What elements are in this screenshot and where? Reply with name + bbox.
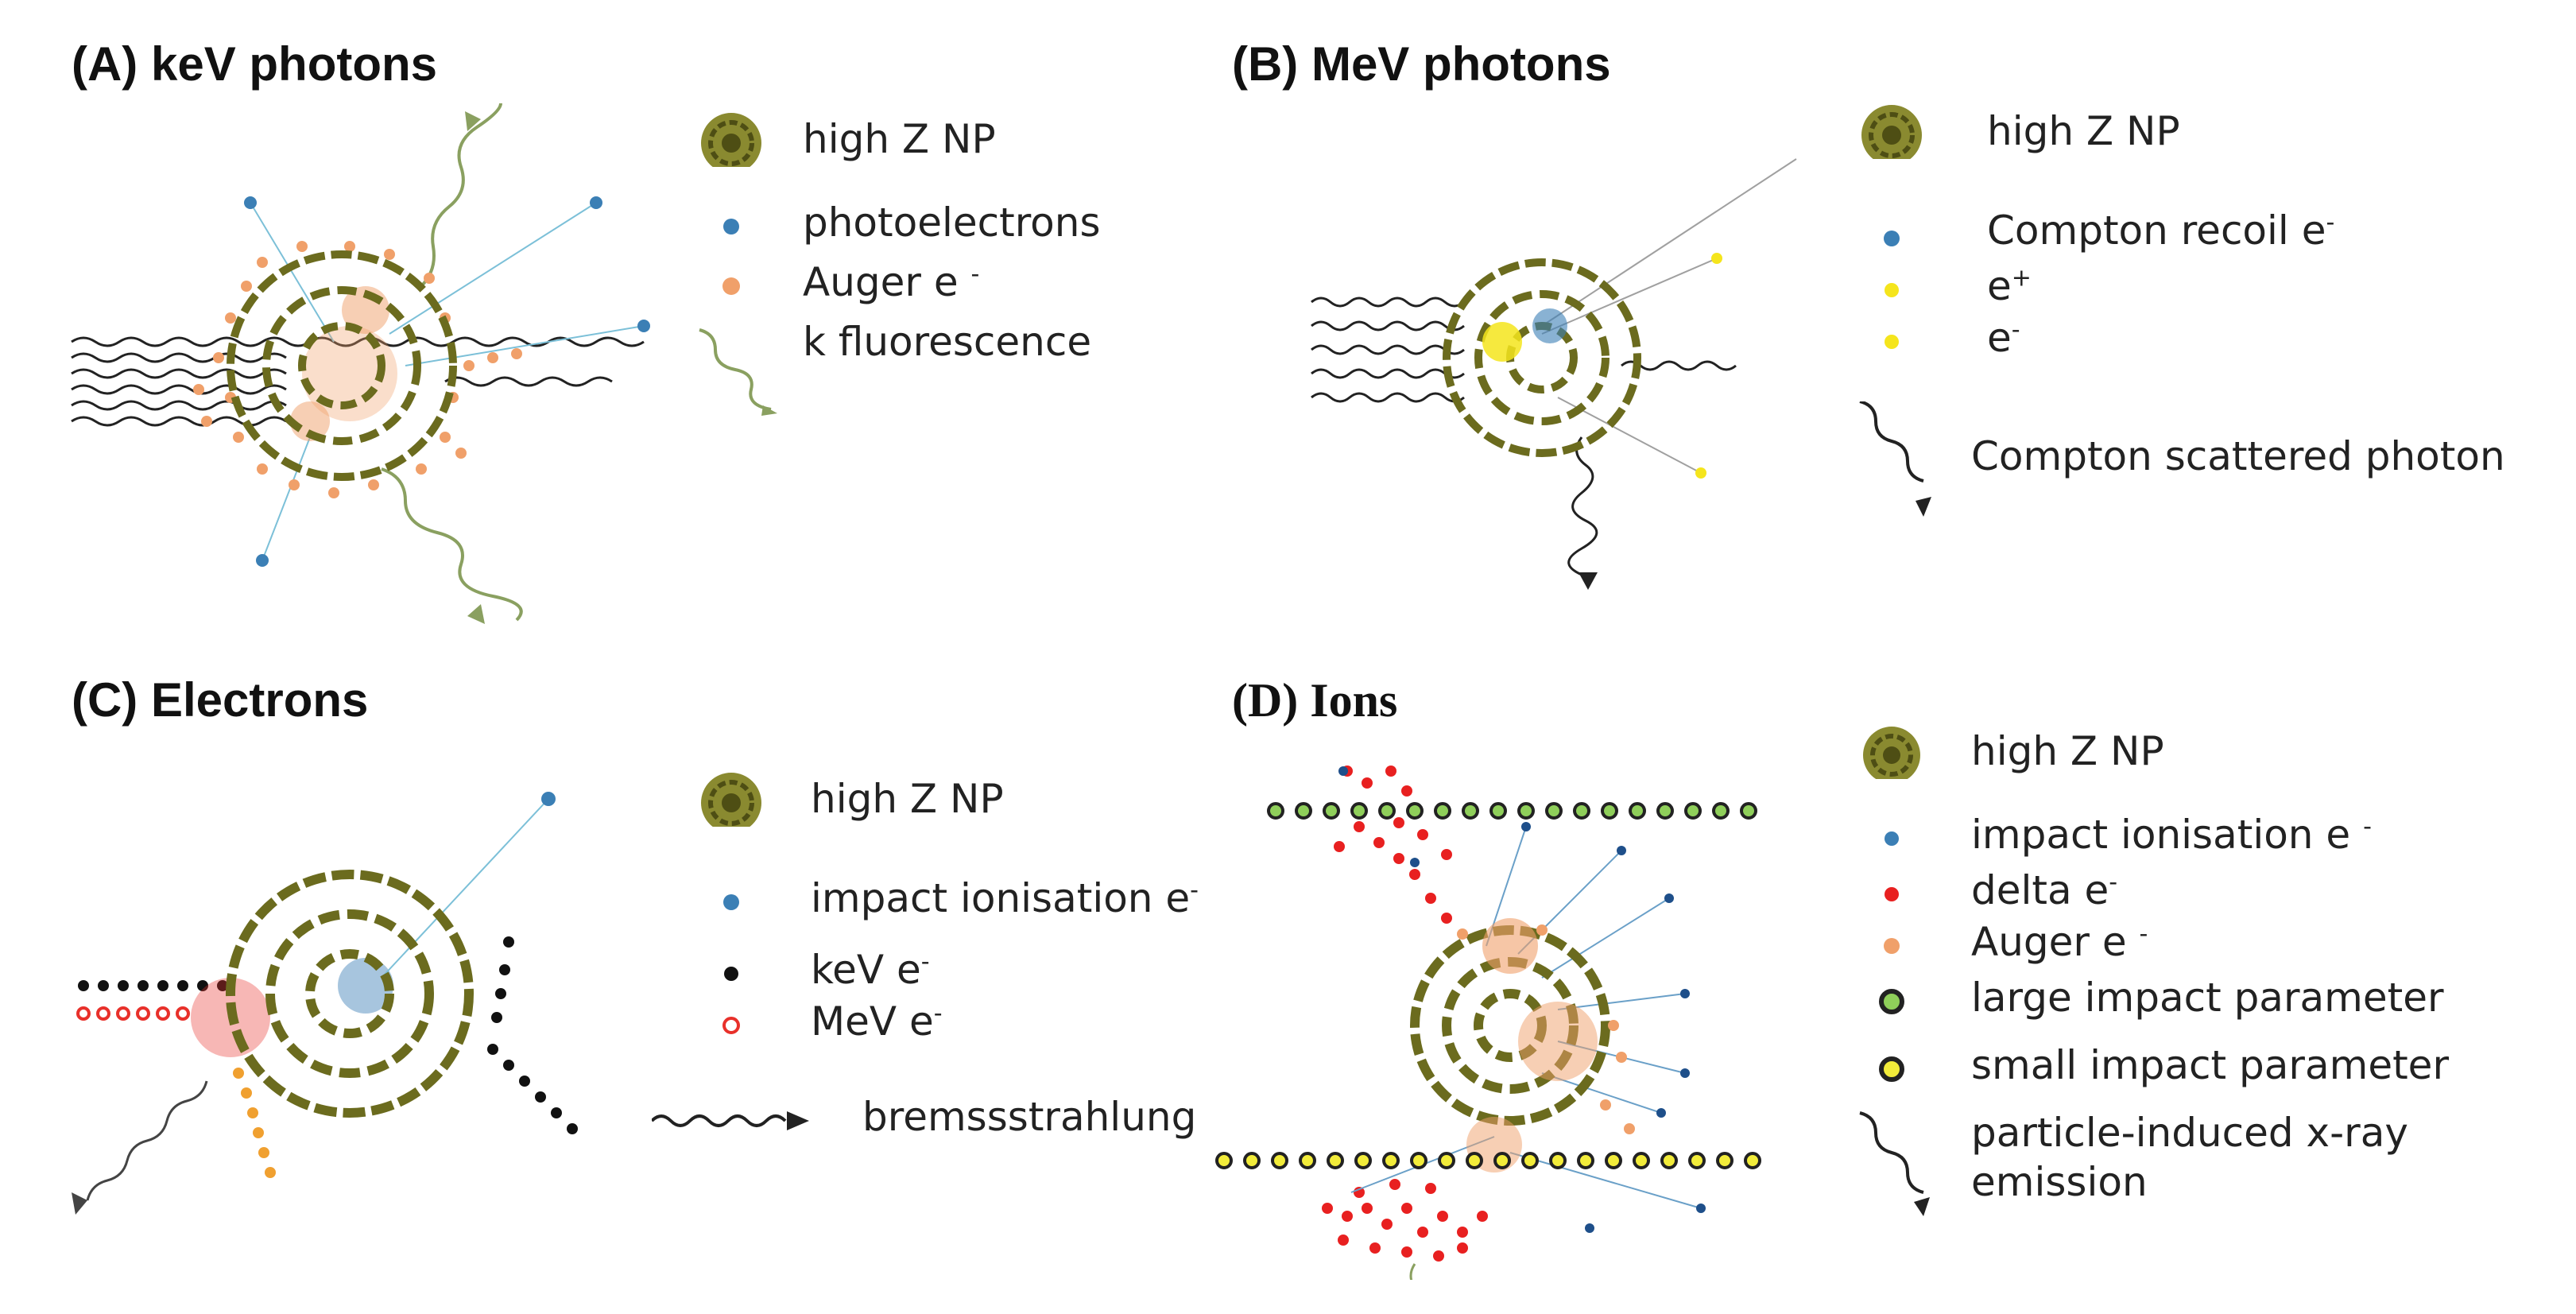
impact-electrons: [1338, 766, 1706, 1233]
legend-item-impact: impact ionisation e-: [652, 870, 1447, 926]
ion-illustration: [1215, 766, 1761, 1280]
auger-cloud: [193, 241, 522, 498]
legend-item-mev: MeV e-: [652, 994, 1447, 1049]
kev-electrons: [78, 936, 578, 1134]
panel-kev-photons: (A) keV photons: [48, 24, 1288, 644]
legend-item-compton: Compton recoil e-: [1844, 203, 2576, 258]
scattered-photon-wave-icon: [1859, 401, 1931, 517]
kev-dot-icon: [724, 967, 738, 981]
legend-item-np: high Z NP: [1844, 723, 2576, 779]
legend-item-photoelectrons: photoelectrons: [684, 195, 1478, 250]
fluorescence-photons: [381, 103, 523, 622]
pixe-photon: [1409, 1263, 1416, 1280]
photoelectron-tracks: [250, 202, 645, 561]
legend-item-pixe: particle-induced x-ray emission: [1844, 1105, 2576, 1224]
compton-electron: [1532, 308, 1567, 343]
panel-title: (A) keV photons: [72, 37, 437, 91]
impact-dot-icon: [1885, 831, 1899, 846]
legend-item-np: high Z NP: [1844, 103, 2576, 159]
mev-dot-icon: [722, 1017, 740, 1034]
mev-electrons: [76, 1006, 190, 1021]
impact-electron: [541, 792, 556, 806]
scattered-photon: [1567, 436, 1598, 578]
deflected-electrons: [233, 1068, 276, 1178]
panel-ions: (D) Ions: [1208, 660, 2449, 1280]
panel-title: (B) MeV photons: [1232, 37, 1611, 91]
delta-electrons: [1322, 766, 1488, 1262]
arrowhead: [467, 604, 485, 624]
positron: [1711, 253, 1722, 264]
small-impact-ions: [1215, 1152, 1761, 1169]
impact-glow: [338, 958, 393, 1014]
legend-item-delta: delta e-: [1844, 862, 2576, 918]
panel-title: (D) Ions: [1232, 674, 1398, 727]
np-icon: [701, 773, 761, 827]
legend-item-small-impact: small impact parameter: [1844, 1037, 2576, 1093]
electron-illustration: [72, 792, 578, 1215]
panel-mev-photons: (B) MeV photons h: [1208, 24, 2505, 644]
delta-dot-icon: [1885, 887, 1899, 901]
bremsstrahlung-wave-icon: [652, 1111, 809, 1130]
panel-title: (C) Electrons: [72, 673, 369, 727]
panel-electrons: (C) Electrons: [48, 660, 1288, 1280]
legend-item-electron: e-: [1844, 310, 2576, 366]
legend-item-positron: e+: [1844, 258, 2576, 314]
auger-dot-icon: [1884, 938, 1900, 954]
pixe-wave-icon: [1859, 1111, 1930, 1216]
large-impact-ring-icon: [1879, 989, 1904, 1014]
small-impact-ring-icon: [1879, 1056, 1904, 1082]
incident-photon-waves: [1311, 297, 1737, 403]
mev-photon-illustration: [1311, 158, 1797, 590]
legend-item-scattered-photon: Compton scattered photon: [1844, 401, 2576, 517]
np-icon: [701, 113, 761, 167]
positron-glow: [1482, 322, 1522, 362]
photoelectrons: [244, 196, 650, 567]
electron: [1695, 467, 1706, 479]
legend-item-impact: impact ionisation e -: [1844, 807, 2576, 862]
kev-photon-illustration: [71, 103, 650, 624]
legend-item-np: high Z NP: [684, 111, 1478, 167]
legend-item-fluorescence: k fluorescence: [684, 314, 1478, 416]
bremsstrahlung-photon: [86, 1080, 208, 1201]
positron-dot-icon: [1885, 283, 1899, 297]
impact-dot-icon: [723, 894, 739, 910]
np-icon: [1861, 105, 1922, 159]
legend-item-large-impact: large impact parameter: [1844, 970, 2576, 1025]
arrowhead: [1579, 572, 1598, 590]
legend-item-auger: Auger e -: [1844, 914, 2576, 970]
arrowhead: [465, 111, 481, 131]
tracks: [1541, 158, 1797, 474]
electron-yellow-dot-icon: [1885, 335, 1899, 349]
large-impact-ions: [1267, 802, 1757, 820]
legend-item-auger: Auger e -: [684, 254, 1478, 310]
legend-item-np: high Z NP: [652, 771, 1447, 827]
auger-dot-icon: [722, 277, 740, 295]
legend-item-bremsstrahlung: bremssstrahlung: [652, 1089, 1447, 1145]
photoelectron-dot-icon: [723, 219, 739, 235]
np-icon: [1863, 727, 1920, 779]
fluorescence-wave-icon: [699, 328, 777, 416]
arrowhead: [72, 1192, 87, 1215]
nanoparticle: [226, 870, 474, 1118]
legend-item-kev: keV e-: [652, 942, 1447, 998]
nanoparticle: [227, 250, 457, 481]
compton-dot-icon: [1884, 231, 1900, 246]
